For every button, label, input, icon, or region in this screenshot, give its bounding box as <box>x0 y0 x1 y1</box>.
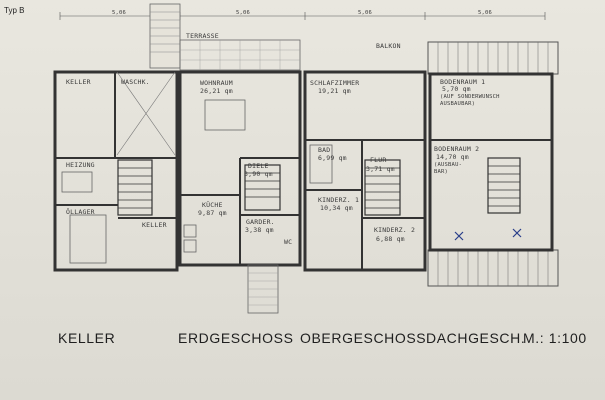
room-label: ÖLLAGER <box>66 207 95 216</box>
dimension-label: 5,06 <box>358 10 372 16</box>
room-area: 6,88 qm <box>376 235 405 243</box>
room-area: 14,70 qm <box>436 153 469 161</box>
room-label: KELLER <box>142 221 167 229</box>
caption-obergeschoss: OBERGESCHOSS <box>300 330 426 346</box>
caption-erdgeschoss: ERDGESCHOSS <box>178 330 294 346</box>
room-label: DIELE <box>248 162 269 170</box>
room-label: BAD <box>318 146 330 154</box>
caption-keller: KELLER <box>58 330 115 346</box>
room-label: FLUR <box>370 156 386 164</box>
room-label: WOHNRAUM <box>200 79 233 87</box>
room-label: SCHLAFZIMMER <box>310 79 359 87</box>
room-label: KELLER <box>66 78 91 86</box>
terrasse-label: TERRASSE <box>186 32 219 40</box>
room-label: HEIZUNG <box>66 161 95 169</box>
caption-scale: M.: 1:100 <box>523 330 587 346</box>
dimension-label: 5,06 <box>112 10 126 16</box>
room-label: BODENRAUM 1 <box>440 78 485 86</box>
dimension-label: 5,06 <box>236 10 250 16</box>
room-area: 3,71 qm <box>366 165 395 173</box>
balkon-label: BALKON <box>376 42 401 50</box>
room-label: KINDERZ. 2 <box>374 226 415 234</box>
plan-keller: KELLER WASCHK. HEIZUNG ÖLLAGER KELLER <box>53 3 181 272</box>
room-note: (AUF SONDERWUNSCH <box>440 94 500 100</box>
room-note: AUSBAUBAR) <box>440 101 475 107</box>
room-area: 19,21 qm <box>318 87 351 95</box>
room-area: 10,34 qm <box>320 204 353 212</box>
room-label: GARDER. <box>246 218 275 226</box>
room-area: 6,99 qm <box>318 154 347 162</box>
dimension-line <box>59 12 546 20</box>
room-area: 9,87 qm <box>198 209 227 217</box>
x-marker <box>454 228 522 241</box>
room-area: 3,90 qm <box>244 170 273 178</box>
dimension-label: 5,06 <box>478 10 492 16</box>
room-area: 3,38 qm <box>245 226 274 234</box>
room-label: WC <box>284 238 292 246</box>
room-label: KÜCHE <box>202 200 223 209</box>
room-label: WASCHK. <box>121 78 150 86</box>
type-label: Typ B <box>4 6 24 15</box>
room-note: BAR) <box>434 169 448 175</box>
room-label: BODENRAUM 2 <box>434 145 479 153</box>
room-label: KINDERZ. 1 <box>318 196 359 204</box>
room-area: 5,70 qm <box>442 85 471 93</box>
caption-dachgeschoss: DACHGESCH. <box>426 330 525 346</box>
room-area: 26,21 qm <box>200 87 233 95</box>
plan-erdgeschoss: TERRASSE WOHNRAUM 26,21 qm DIELE 3,90 qm… <box>178 32 302 314</box>
plan-dachgeschoss: BODENRAUM 1 5,70 qm (AUF SONDERWUNSCH AU… <box>427 41 559 287</box>
plan-obergeschoss: BALKON SCHLAFZIMMER 19,21 qm BAD 6,99 qm… <box>303 42 427 272</box>
room-note: (AUSBAU- <box>434 162 462 168</box>
